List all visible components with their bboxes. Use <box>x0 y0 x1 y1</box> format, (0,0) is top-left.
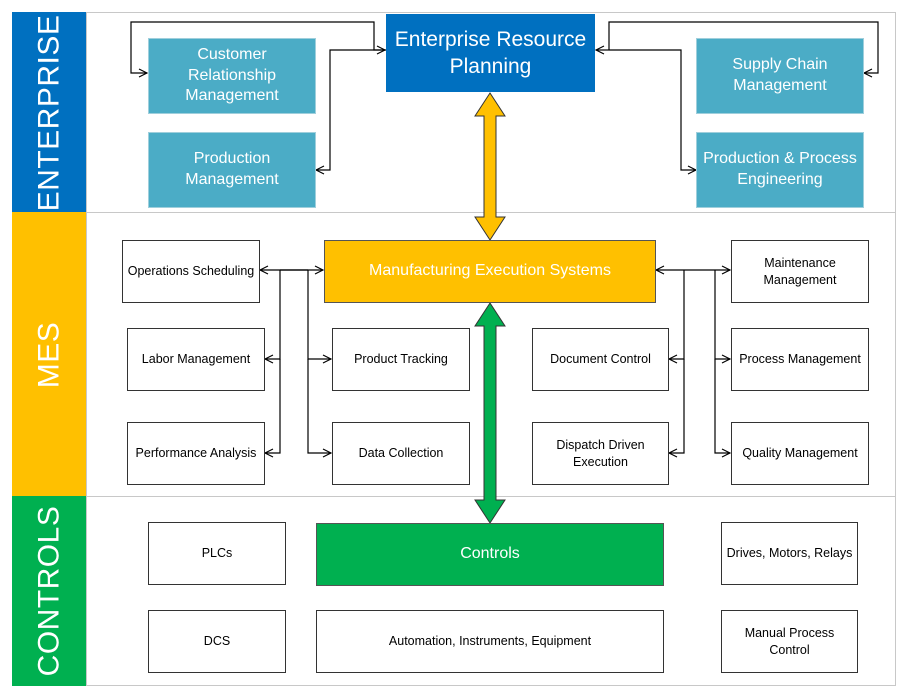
performance-analysis-box[interactable]: Performance Analysis <box>127 422 265 485</box>
quality-management-box[interactable]: Quality Management <box>731 422 869 485</box>
process-engineering-box[interactable]: Production & Process Engineering <box>696 132 864 208</box>
erp-box[interactable]: Enterprise Resource Planning <box>386 14 595 92</box>
automation-box[interactable]: Automation, Instruments, Equipment <box>316 610 664 673</box>
document-control-box[interactable]: Document Control <box>532 328 669 391</box>
drives-label: Drives, Motors, Relays <box>726 546 853 561</box>
dispatch-execution-box[interactable]: Dispatch Driven Execution <box>532 422 669 485</box>
labor-management-label: Labor Management <box>141 352 251 367</box>
data-collection-label: Data Collection <box>358 446 444 461</box>
manual-process-label: Manual Process Control <box>744 626 835 657</box>
product-tracking-box[interactable]: Product Tracking <box>332 328 470 391</box>
supply-chain-box[interactable]: Supply Chain Management <box>696 38 864 114</box>
quality-management-label: Quality Management <box>742 446 858 461</box>
manual-process-box[interactable]: Manual Process Control <box>721 610 858 673</box>
maintenance-management-box[interactable]: Maintenance Management <box>731 240 869 303</box>
erp-label: Enterprise Resource Planning <box>394 27 587 78</box>
mes-band-label: MES <box>31 321 65 388</box>
controls-main-box[interactable]: Controls <box>316 523 664 586</box>
labor-management-box[interactable]: Labor Management <box>127 328 265 391</box>
plcs-box[interactable]: PLCs <box>148 522 286 585</box>
crm-box[interactable]: Customer Relationship Management <box>148 38 316 114</box>
operations-scheduling-label: Operations Scheduling <box>127 264 255 279</box>
mes-main-box[interactable]: Manufacturing Execution Systems <box>324 240 656 303</box>
production-management-label: Production Management <box>185 150 279 188</box>
drives-box[interactable]: Drives, Motors, Relays <box>721 522 858 585</box>
crm-label: Customer Relationship Management <box>185 45 279 105</box>
production-management-box[interactable]: Production Management <box>148 132 316 208</box>
mes-main-label: Manufacturing Execution Systems <box>369 262 611 280</box>
performance-analysis-label: Performance Analysis <box>135 446 257 461</box>
controls-band-label: CONTROLS <box>32 505 65 677</box>
plcs-label: PLCs <box>201 546 233 561</box>
dispatch-execution-label: Dispatch Driven Execution <box>556 438 645 469</box>
enterprise-band: ENTERPRISE <box>12 12 86 213</box>
mes-band: MES <box>12 212 86 497</box>
process-engineering-label: Production & Process Engineering <box>703 150 857 188</box>
process-management-label: Process Management <box>739 352 861 367</box>
dcs-box[interactable]: DCS <box>148 610 286 673</box>
supply-chain-label: Supply Chain Management <box>732 56 828 94</box>
product-tracking-label: Product Tracking <box>354 352 448 367</box>
maintenance-management-label: Maintenance Management <box>763 256 837 287</box>
operations-scheduling-box[interactable]: Operations Scheduling <box>122 240 260 303</box>
controls-main-label: Controls <box>460 545 520 563</box>
enterprise-band-label: ENTERPRISE <box>32 14 65 211</box>
automation-label: Automation, Instruments, Equipment <box>388 634 592 649</box>
document-control-label: Document Control <box>550 352 651 367</box>
data-collection-box[interactable]: Data Collection <box>332 422 470 485</box>
dcs-label: DCS <box>203 634 231 649</box>
controls-band: CONTROLS <box>12 496 86 686</box>
process-management-box[interactable]: Process Management <box>731 328 869 391</box>
